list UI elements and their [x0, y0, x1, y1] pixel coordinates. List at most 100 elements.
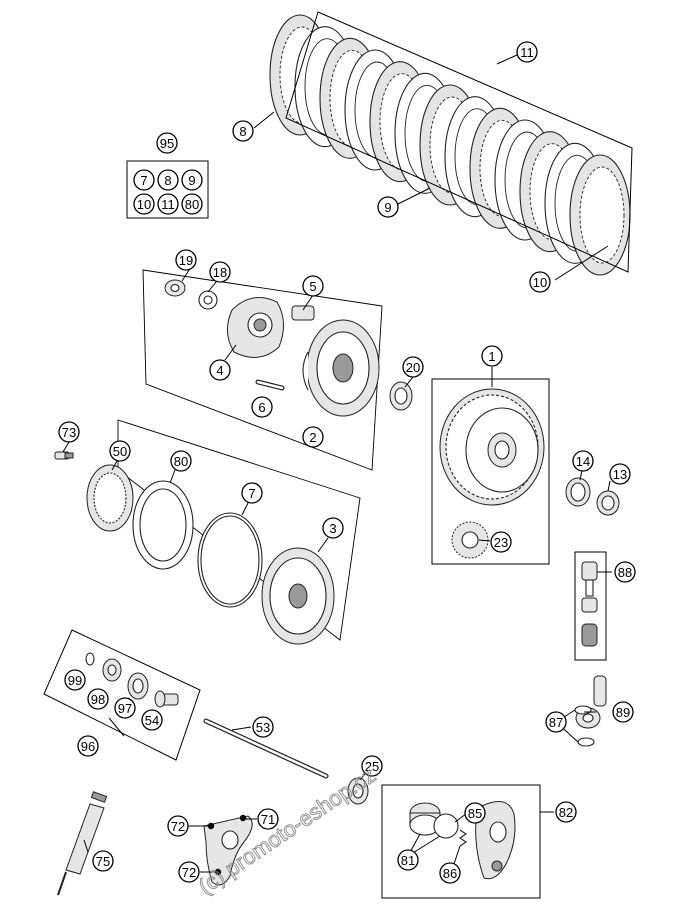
callout-number: 25 — [365, 759, 379, 774]
callout-c6: 6 — [251, 396, 273, 418]
callout-number: 72 — [182, 865, 196, 880]
callout-c20: 20 — [402, 356, 424, 378]
callout-c50: 50 — [109, 440, 131, 462]
part-18-lock-washer — [198, 290, 218, 310]
callout-c95: 95 — [156, 132, 178, 154]
callout-c3: 3 — [322, 517, 344, 539]
hub-assembly-frame — [142, 269, 383, 471]
callout-c72b: 72 — [178, 861, 200, 883]
part-7-wire-ring — [197, 512, 263, 608]
part-3-pressure-cap — [261, 547, 335, 645]
callout-number: 2 — [309, 430, 316, 445]
callout-number: 71 — [261, 812, 275, 827]
kit-95-number: 8 — [164, 173, 171, 188]
callout-number: 88 — [618, 565, 632, 580]
callout-number: 89 — [616, 705, 630, 720]
callout-number: 19 — [179, 253, 193, 268]
callout-c25: 25 — [361, 755, 383, 777]
part-50-diaphragm-spring — [86, 464, 134, 532]
callout-c73: 73 — [58, 421, 80, 443]
callout-c86: 86 — [439, 862, 461, 884]
callout-number: 1 — [488, 349, 495, 364]
callout-number: 96 — [81, 739, 95, 754]
callout-c7: 7 — [241, 482, 263, 504]
callout-number: 98 — [91, 692, 105, 707]
part-97-bearing — [127, 672, 149, 700]
callout-c75: 75 — [92, 850, 114, 872]
callout-c53: 53 — [252, 716, 274, 738]
part-25-shaft-seal — [347, 777, 369, 805]
callout-number: 8 — [239, 124, 246, 139]
part-88-box — [574, 551, 607, 661]
callout-number: 4 — [216, 363, 223, 378]
part-85-seal — [433, 813, 459, 839]
kit-95-item-7: 7 — [133, 169, 155, 191]
callout-number: 20 — [406, 360, 420, 375]
part-4-pressure-plate — [227, 297, 284, 358]
callout-c2: 2 — [302, 426, 324, 448]
kit-95-item-80: 80 — [181, 193, 203, 215]
callout-number: 3 — [329, 521, 336, 536]
callout-c13: 13 — [609, 463, 631, 485]
part-73-screw — [54, 451, 74, 460]
callout-number: 86 — [443, 866, 457, 881]
kit-95-item-10: 10 — [133, 193, 155, 215]
part-6-pin — [255, 379, 285, 391]
callout-c82: 82 — [555, 801, 577, 823]
callout-number: 54 — [145, 713, 159, 728]
callout-number: 99 — [68, 673, 82, 688]
part-14-bushing — [565, 477, 591, 507]
callout-number: 13 — [613, 467, 627, 482]
part-23-primary-gear — [451, 521, 489, 559]
callout-number: 5 — [309, 279, 316, 294]
part-80-friction-disc — [132, 480, 194, 570]
callout-labels: 1234567891011131418192023255053547172727… — [58, 41, 636, 884]
callout-number: 6 — [258, 400, 265, 415]
callout-c14: 14 — [572, 450, 594, 472]
callout-number: 87 — [549, 715, 563, 730]
callout-c54: 54 — [141, 709, 163, 731]
part-75-bleed-syringe — [57, 791, 108, 896]
disc-inner-edge — [579, 166, 625, 264]
kit-95-box — [126, 160, 209, 219]
callout-number: 50 — [113, 444, 127, 459]
callout-c97: 97 — [114, 697, 136, 719]
part-54-pressure-piece — [154, 690, 179, 708]
part-99-seal — [85, 652, 95, 666]
callout-c1: 1 — [481, 345, 503, 367]
callout-number: 82 — [559, 805, 573, 820]
callout-c87: 87 — [545, 711, 567, 733]
callout-number: 95 — [160, 136, 174, 151]
callout-number: 53 — [256, 720, 270, 735]
part-82-slave-cylinder — [475, 801, 516, 880]
callout-c10: 10 — [529, 271, 551, 293]
callout-number: 72 — [171, 819, 185, 834]
part-53-push-rod — [203, 718, 329, 779]
kit-96-frame — [43, 629, 201, 761]
kit-95-item-8: 8 — [157, 169, 179, 191]
part-2-inner-hub — [302, 319, 380, 417]
callout-number: 73 — [62, 425, 76, 440]
disc-pack-frame — [285, 11, 633, 273]
callout-c71: 71 — [257, 808, 279, 830]
part-82-box — [381, 784, 541, 899]
callout-c4: 4 — [209, 359, 231, 381]
part-5-guide — [291, 305, 315, 321]
callout-number: 10 — [533, 275, 547, 290]
part-19-nut — [164, 279, 186, 297]
callout-number: 7 — [248, 486, 255, 501]
callout-c72a: 72 — [167, 815, 189, 837]
callout-c96: 96 — [77, 735, 99, 757]
part-81-piston — [409, 802, 441, 836]
kit-95-item-9: 9 — [181, 169, 203, 191]
callout-number: 85 — [468, 806, 482, 821]
callout-c23: 23 — [490, 531, 512, 553]
callout-number: 18 — [213, 265, 227, 280]
kit-95-number: 9 — [188, 173, 195, 188]
callout-number: 97 — [118, 701, 132, 716]
callout-number: 23 — [494, 535, 508, 550]
callout-c11: 11 — [516, 41, 538, 63]
kit-95-number: 7 — [140, 173, 147, 188]
callout-c88: 88 — [614, 561, 636, 583]
